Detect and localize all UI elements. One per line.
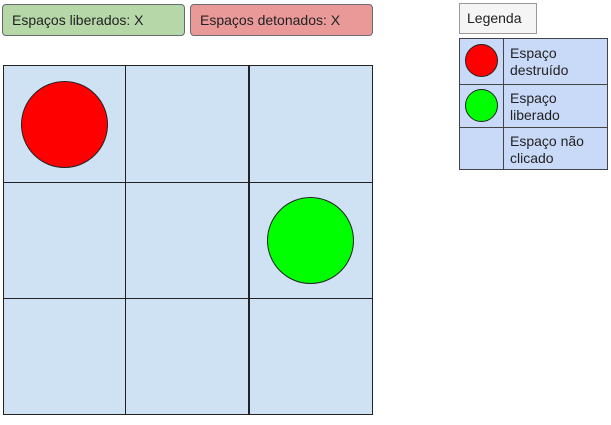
freed-swatch-icon [465,89,498,122]
board-cell-unclicked[interactable] [125,182,249,298]
grid-line [4,182,372,183]
legend-label: Espaço não clicado [510,133,584,166]
board-cell-unclicked[interactable] [4,298,125,414]
board-cell-unclicked[interactable] [125,66,249,182]
board-cell-unclicked[interactable] [125,298,249,414]
game-board [3,65,373,415]
legend-label: Espaço liberado [510,90,560,123]
legend-divider [503,39,504,169]
legend-label: Espaço destruído [510,45,569,78]
board-cell-freed[interactable] [249,182,372,298]
board-cell-unclicked[interactable] [249,66,372,182]
detonated-spaces-counter: Espaços detonados: X [190,4,373,36]
destroyed-marker-icon [21,80,108,168]
legend-title: Legenda [459,3,537,34]
board-cell-unclicked[interactable] [249,298,372,414]
board-cell-destroyed[interactable] [4,66,125,182]
grid-line [4,298,372,299]
legend-row-freed: Espaço liberado [460,84,607,127]
grid-line [125,66,126,414]
board-cell-unclicked[interactable] [4,182,125,298]
legend-table: Espaço destruído Espaço liberado Espaço … [459,38,608,170]
legend-row-destroyed: Espaço destruído [460,39,607,84]
freed-spaces-counter: Espaços liberados: X [2,4,185,36]
freed-marker-icon [267,196,354,284]
grid-line [248,66,250,414]
legend-row-unclicked: Espaço não clicado [460,127,607,170]
destroyed-swatch-icon [465,44,498,77]
